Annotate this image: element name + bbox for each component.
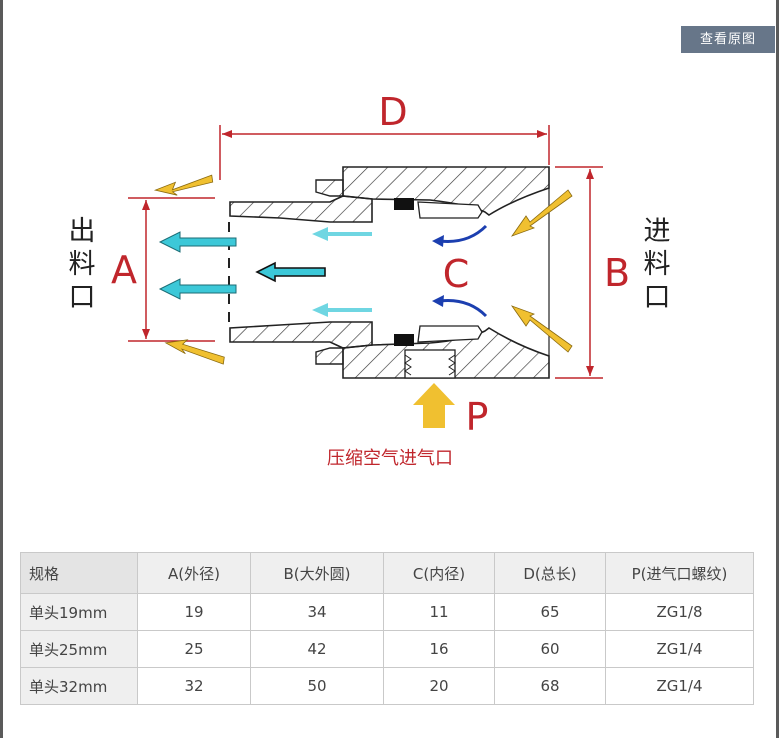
svg-text:口: 口 (69, 282, 96, 313)
header-cell: C(内径) (383, 552, 495, 594)
spec-table: 规格 A(外径) B(大外圆) C(内径) D(总长) P(进气口螺纹) 单头1… (20, 552, 754, 705)
label-p: P (466, 395, 489, 439)
svg-text:口: 口 (644, 282, 671, 313)
flow-arrows-blue (432, 224, 488, 318)
label-a: A (111, 248, 137, 292)
table-cell: 单头19mm (20, 593, 138, 631)
housing-lower (229, 321, 550, 379)
label-b: B (604, 251, 630, 295)
table-cell: ZG1/8 (605, 593, 754, 631)
dimension-a (128, 197, 215, 342)
table-row: 单头19mm 19 34 11 65 ZG1/8 (20, 593, 754, 631)
left-frame-edge (0, 0, 3, 738)
air-amplifier-diagram: D A B C (69, 90, 671, 469)
header-cell: P(进气口螺纹) (605, 552, 754, 594)
table-cell: 65 (494, 593, 606, 631)
dimension-b (555, 166, 603, 379)
view-original-button[interactable]: 查看原图 (681, 26, 775, 53)
header-cell: B(大外圆) (250, 552, 384, 594)
table-cell: 单头32mm (20, 667, 138, 705)
center-dashes (228, 188, 550, 356)
air-inlet-label: 压缩空气进气口 (327, 448, 453, 469)
table-cell: 60 (494, 630, 606, 668)
header-cell: D(总长) (494, 552, 606, 594)
inlet-label: 进 料 口 (644, 216, 671, 313)
table-cell: 50 (250, 667, 384, 705)
table-cell: 16 (383, 630, 495, 668)
table-cell: 19 (137, 593, 251, 631)
outlet-air-arrows (153, 174, 225, 365)
svg-text:出: 出 (69, 216, 96, 247)
outlet-label: 出 料 口 (69, 216, 96, 313)
label-c: C (443, 252, 470, 296)
inlet-air-arrows (510, 189, 573, 353)
air-inlet-arrow (413, 383, 455, 428)
table-cell: 单头25mm (20, 630, 138, 668)
table-cell: ZG1/4 (605, 667, 754, 705)
table-row: 单头25mm 25 42 16 60 ZG1/4 (20, 630, 754, 668)
header-cell: 规格 (20, 552, 138, 594)
dimension-d (219, 125, 550, 180)
svg-text:料: 料 (644, 249, 671, 280)
table-cell: 34 (250, 593, 384, 631)
flow-arrows-cyan (158, 227, 372, 317)
table-header-row: 规格 A(外径) B(大外圆) C(内径) D(总长) P(进气口螺纹) (20, 552, 754, 594)
header-cell: A(外径) (137, 552, 251, 594)
table-cell: 25 (137, 630, 251, 668)
table-row: 单头32mm 32 50 20 68 ZG1/4 (20, 667, 754, 705)
table-cell: 42 (250, 630, 384, 668)
svg-text:进: 进 (644, 216, 671, 247)
right-frame-edge (776, 0, 779, 738)
svg-text:料: 料 (69, 249, 96, 280)
housing-upper (229, 166, 550, 223)
table-cell: 11 (383, 593, 495, 631)
table-cell: 20 (383, 667, 495, 705)
label-d: D (378, 90, 407, 134)
table-cell: 32 (137, 667, 251, 705)
table-cell: 68 (494, 667, 606, 705)
table-cell: ZG1/4 (605, 630, 754, 668)
